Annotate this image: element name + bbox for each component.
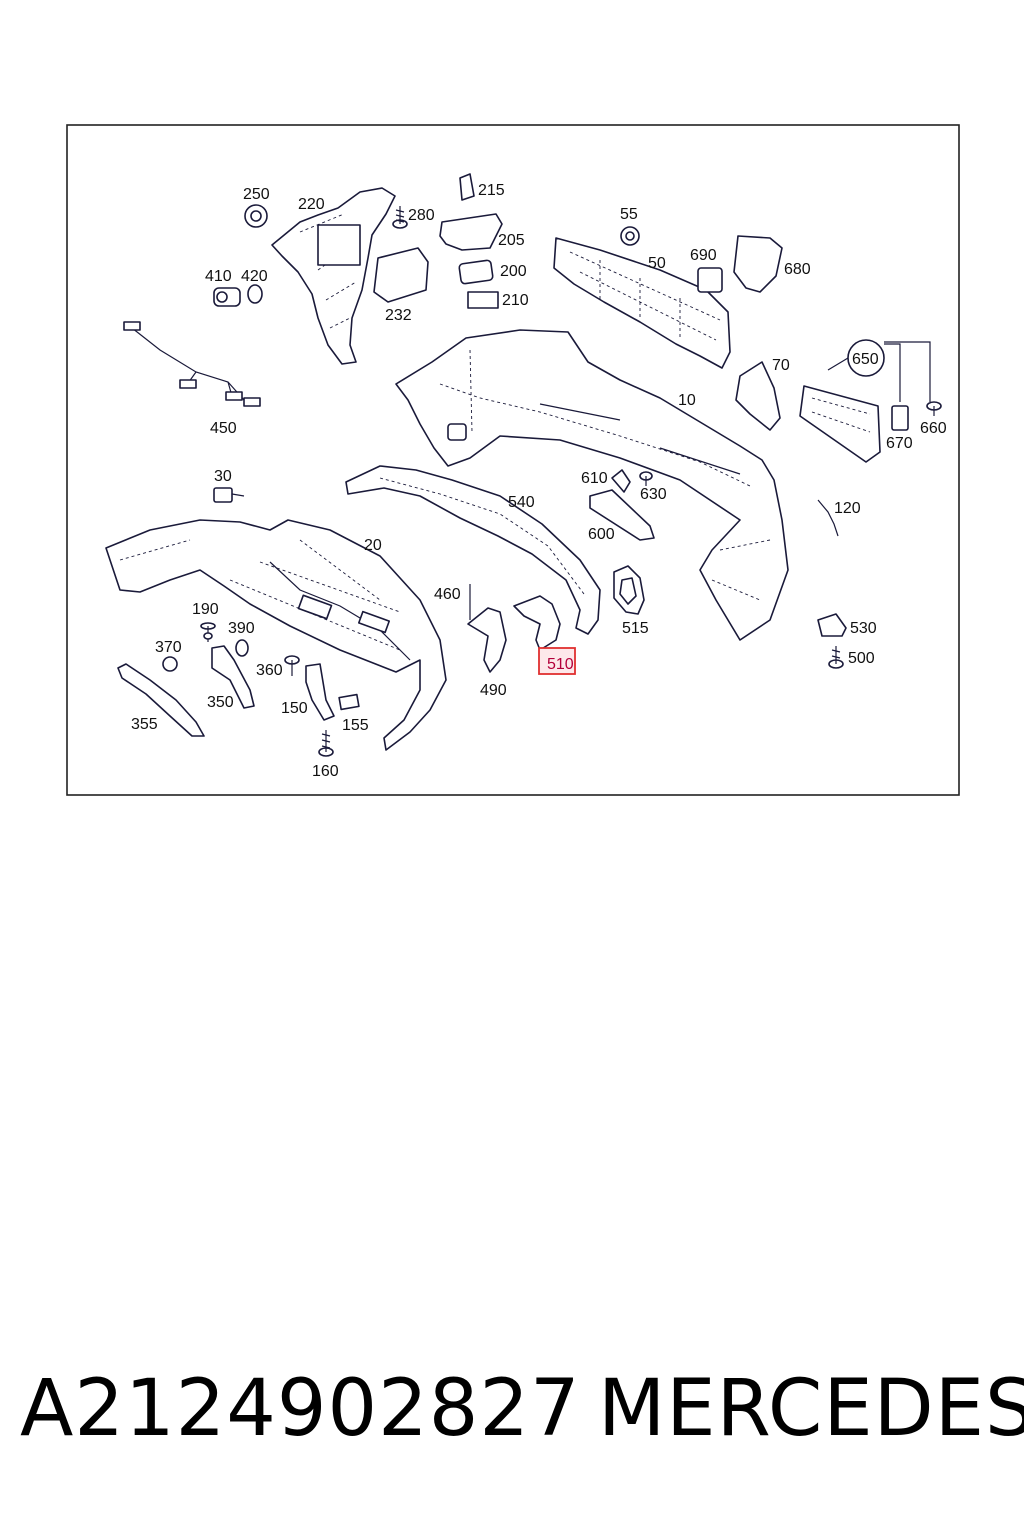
part-610-clip <box>611 469 631 493</box>
label-190: 190 <box>192 601 219 618</box>
label-232: 232 <box>385 307 412 324</box>
part-370-nut <box>162 656 178 672</box>
part-420-ring <box>247 284 263 304</box>
part-650-license-plate-holder <box>799 339 931 463</box>
part-55-nut <box>620 226 640 246</box>
part-390-nut <box>235 639 249 657</box>
label-670: 670 <box>886 435 913 452</box>
part-690-pad <box>697 267 723 293</box>
label-450: 450 <box>210 420 237 437</box>
part-30-clip <box>213 487 245 503</box>
part-number-caption: A2124902827 <box>20 1364 581 1454</box>
label-155: 155 <box>342 717 369 734</box>
part-350-bracket <box>211 645 255 709</box>
part-155-clip <box>338 693 360 711</box>
part-190-rivet <box>200 622 216 642</box>
label-350: 350 <box>207 694 234 711</box>
label-20: 20 <box>364 537 382 554</box>
part-50-crossmember <box>553 237 731 369</box>
part-160-screw <box>318 730 334 757</box>
label-50: 50 <box>648 255 666 272</box>
label-660: 660 <box>920 420 947 437</box>
part-205-guide <box>439 213 503 251</box>
part-280-screw <box>392 206 408 229</box>
part-490-bracket <box>467 607 507 673</box>
part-250-grommet <box>244 204 268 228</box>
label-680: 680 <box>784 261 811 278</box>
label-70: 70 <box>772 357 790 374</box>
label-280: 280 <box>408 207 435 224</box>
label-120: 120 <box>834 500 861 517</box>
diagram-frame <box>66 124 960 796</box>
part-10-bumper-cover <box>395 329 789 641</box>
part-232-plate <box>373 247 429 303</box>
label-200: 200 <box>500 263 527 280</box>
part-450-wiring <box>123 321 261 407</box>
label-610: 610 <box>581 470 608 487</box>
part-410-sensor <box>213 287 241 307</box>
label-650: 650 <box>852 351 879 368</box>
highlight-box-510 <box>538 647 576 675</box>
label-360: 360 <box>256 662 283 679</box>
part-630-screw <box>639 471 653 486</box>
label-10: 10 <box>678 392 696 409</box>
label-510: 510 <box>547 656 574 673</box>
part-360-screw <box>284 655 300 676</box>
label-160: 160 <box>312 763 339 780</box>
label-210: 210 <box>502 292 529 309</box>
part-500-screw <box>828 646 844 669</box>
label-630: 630 <box>640 486 667 503</box>
label-55: 55 <box>620 206 638 223</box>
part-210-clip <box>467 291 499 309</box>
part-20-diffuser <box>105 519 447 751</box>
label-460: 460 <box>434 586 461 603</box>
part-530-clip <box>817 613 847 637</box>
label-410: 410 <box>205 268 232 285</box>
label-250: 250 <box>243 186 270 203</box>
label-370: 370 <box>155 639 182 656</box>
part-120-strip <box>817 499 839 537</box>
label-150: 150 <box>281 700 308 717</box>
part-680-bracket <box>733 235 783 293</box>
label-30: 30 <box>214 468 232 485</box>
part-215-clip <box>459 173 475 201</box>
label-600: 600 <box>588 526 615 543</box>
label-540: 540 <box>508 494 535 511</box>
label-420: 420 <box>241 268 268 285</box>
part-220-bracket <box>271 187 396 365</box>
part-600-grille <box>589 489 655 541</box>
label-355: 355 <box>131 716 158 733</box>
part-510-bracket <box>513 595 561 651</box>
part-670-clip <box>891 405 909 431</box>
label-205: 205 <box>498 232 525 249</box>
label-690: 690 <box>690 247 717 264</box>
label-515: 515 <box>622 620 649 637</box>
part-150-bracket <box>305 663 335 721</box>
part-540-trim <box>345 465 601 635</box>
label-500: 500 <box>848 650 875 667</box>
label-530: 530 <box>850 620 877 637</box>
label-215: 215 <box>478 182 505 199</box>
part-660-screw <box>926 401 942 416</box>
label-220: 220 <box>298 196 325 213</box>
brand-caption: MERCEDES <box>598 1364 1024 1454</box>
part-70-bracket <box>735 361 781 431</box>
label-390: 390 <box>228 620 255 637</box>
part-355-trim <box>117 663 205 737</box>
label-490: 490 <box>480 682 507 699</box>
part-200-frame <box>458 259 494 285</box>
part-515-ring <box>613 565 645 615</box>
